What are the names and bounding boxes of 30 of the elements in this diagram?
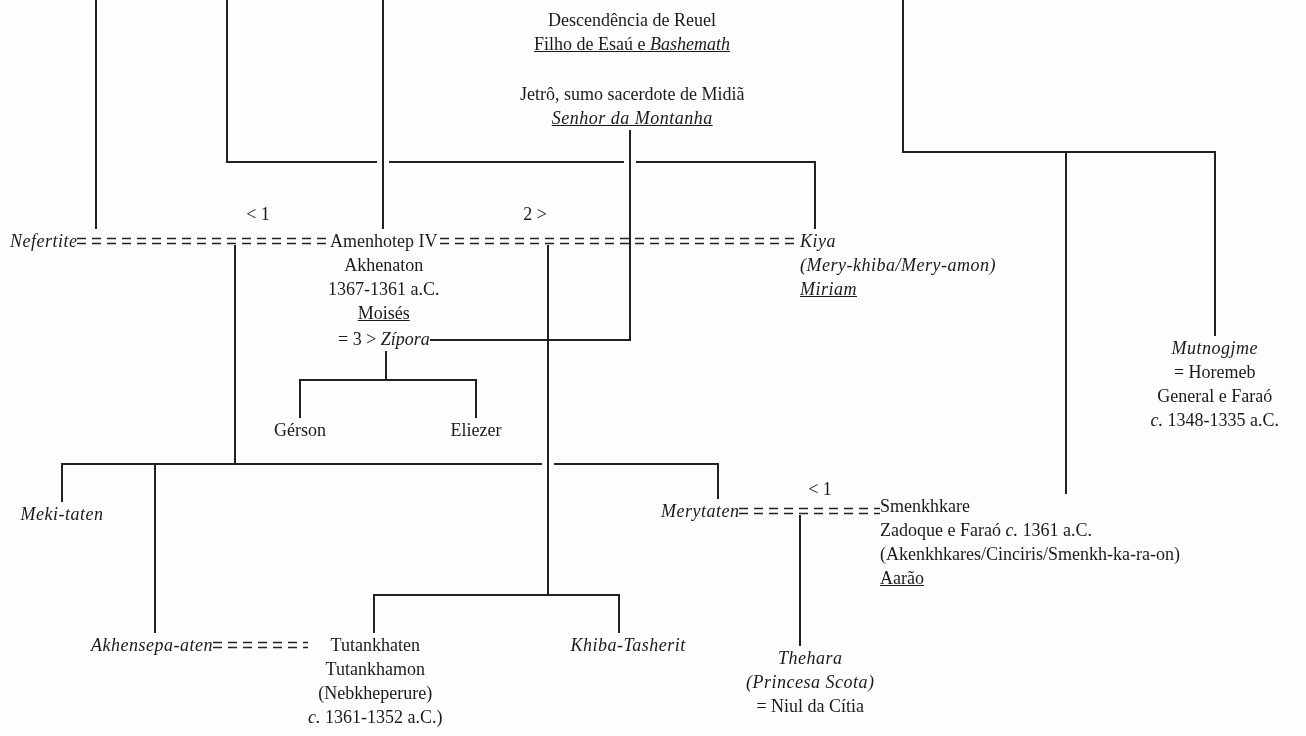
marriage-line bbox=[212, 641, 309, 649]
heading: Descendência de Reuel bbox=[548, 9, 716, 32]
descent-line bbox=[226, 0, 816, 230]
person-entry: Gérson bbox=[274, 418, 326, 442]
marriage-line bbox=[76, 237, 329, 245]
descent-line bbox=[1065, 151, 1067, 495]
descent-line bbox=[385, 350, 477, 419]
descent-line bbox=[799, 514, 801, 647]
person-entry: Tutankhaten Tutankhamon (Nebkheperure) c. 1361-1352 a.C.) bbox=[308, 633, 443, 729]
descent-line bbox=[234, 244, 719, 500]
person-entry: Akhensepa-aten bbox=[91, 633, 213, 657]
person-entry: Nefertite bbox=[10, 229, 78, 253]
marriage-line bbox=[738, 507, 881, 515]
descent-line bbox=[902, 0, 1216, 337]
person-entry: Khiba-Tasherit bbox=[570, 633, 686, 657]
person-entry: Amenhotep IV Akhenaton 1367-1361 a.C. Moisés bbox=[328, 229, 440, 325]
person-entry: Mutnogjme = Horemeb General e Faraó c. 1348-1335 a.C. bbox=[1150, 336, 1279, 432]
descent-line bbox=[95, 0, 97, 230]
person-entry: Merytaten bbox=[661, 499, 740, 523]
person-entry: = 3 > Zípora bbox=[338, 327, 430, 351]
person-entry: Eliezer bbox=[450, 418, 502, 442]
subheading: Filho de Esaú e Bashemath bbox=[534, 33, 730, 56]
descent-line bbox=[547, 244, 620, 634]
person-entry: Thehara (Princesa Scota) = Niul da Cítia bbox=[746, 646, 875, 718]
person-entry: Smenkhkare Zadoque e Faraó c. 1361 a.C. (Akenkhkares/Cinciris/Smenkh-ka-ra-on) Aarão bbox=[880, 494, 1180, 590]
person-entry: Jetrô, sumo sacerdote de Midiã Senhor da Montanha bbox=[520, 82, 745, 130]
descent-line bbox=[429, 129, 631, 341]
person-entry: Meki-taten bbox=[20, 502, 104, 526]
descent-line bbox=[382, 0, 384, 230]
person-entry: Kiya (Mery-khiba/Mery-amon) Miriam bbox=[800, 229, 996, 301]
